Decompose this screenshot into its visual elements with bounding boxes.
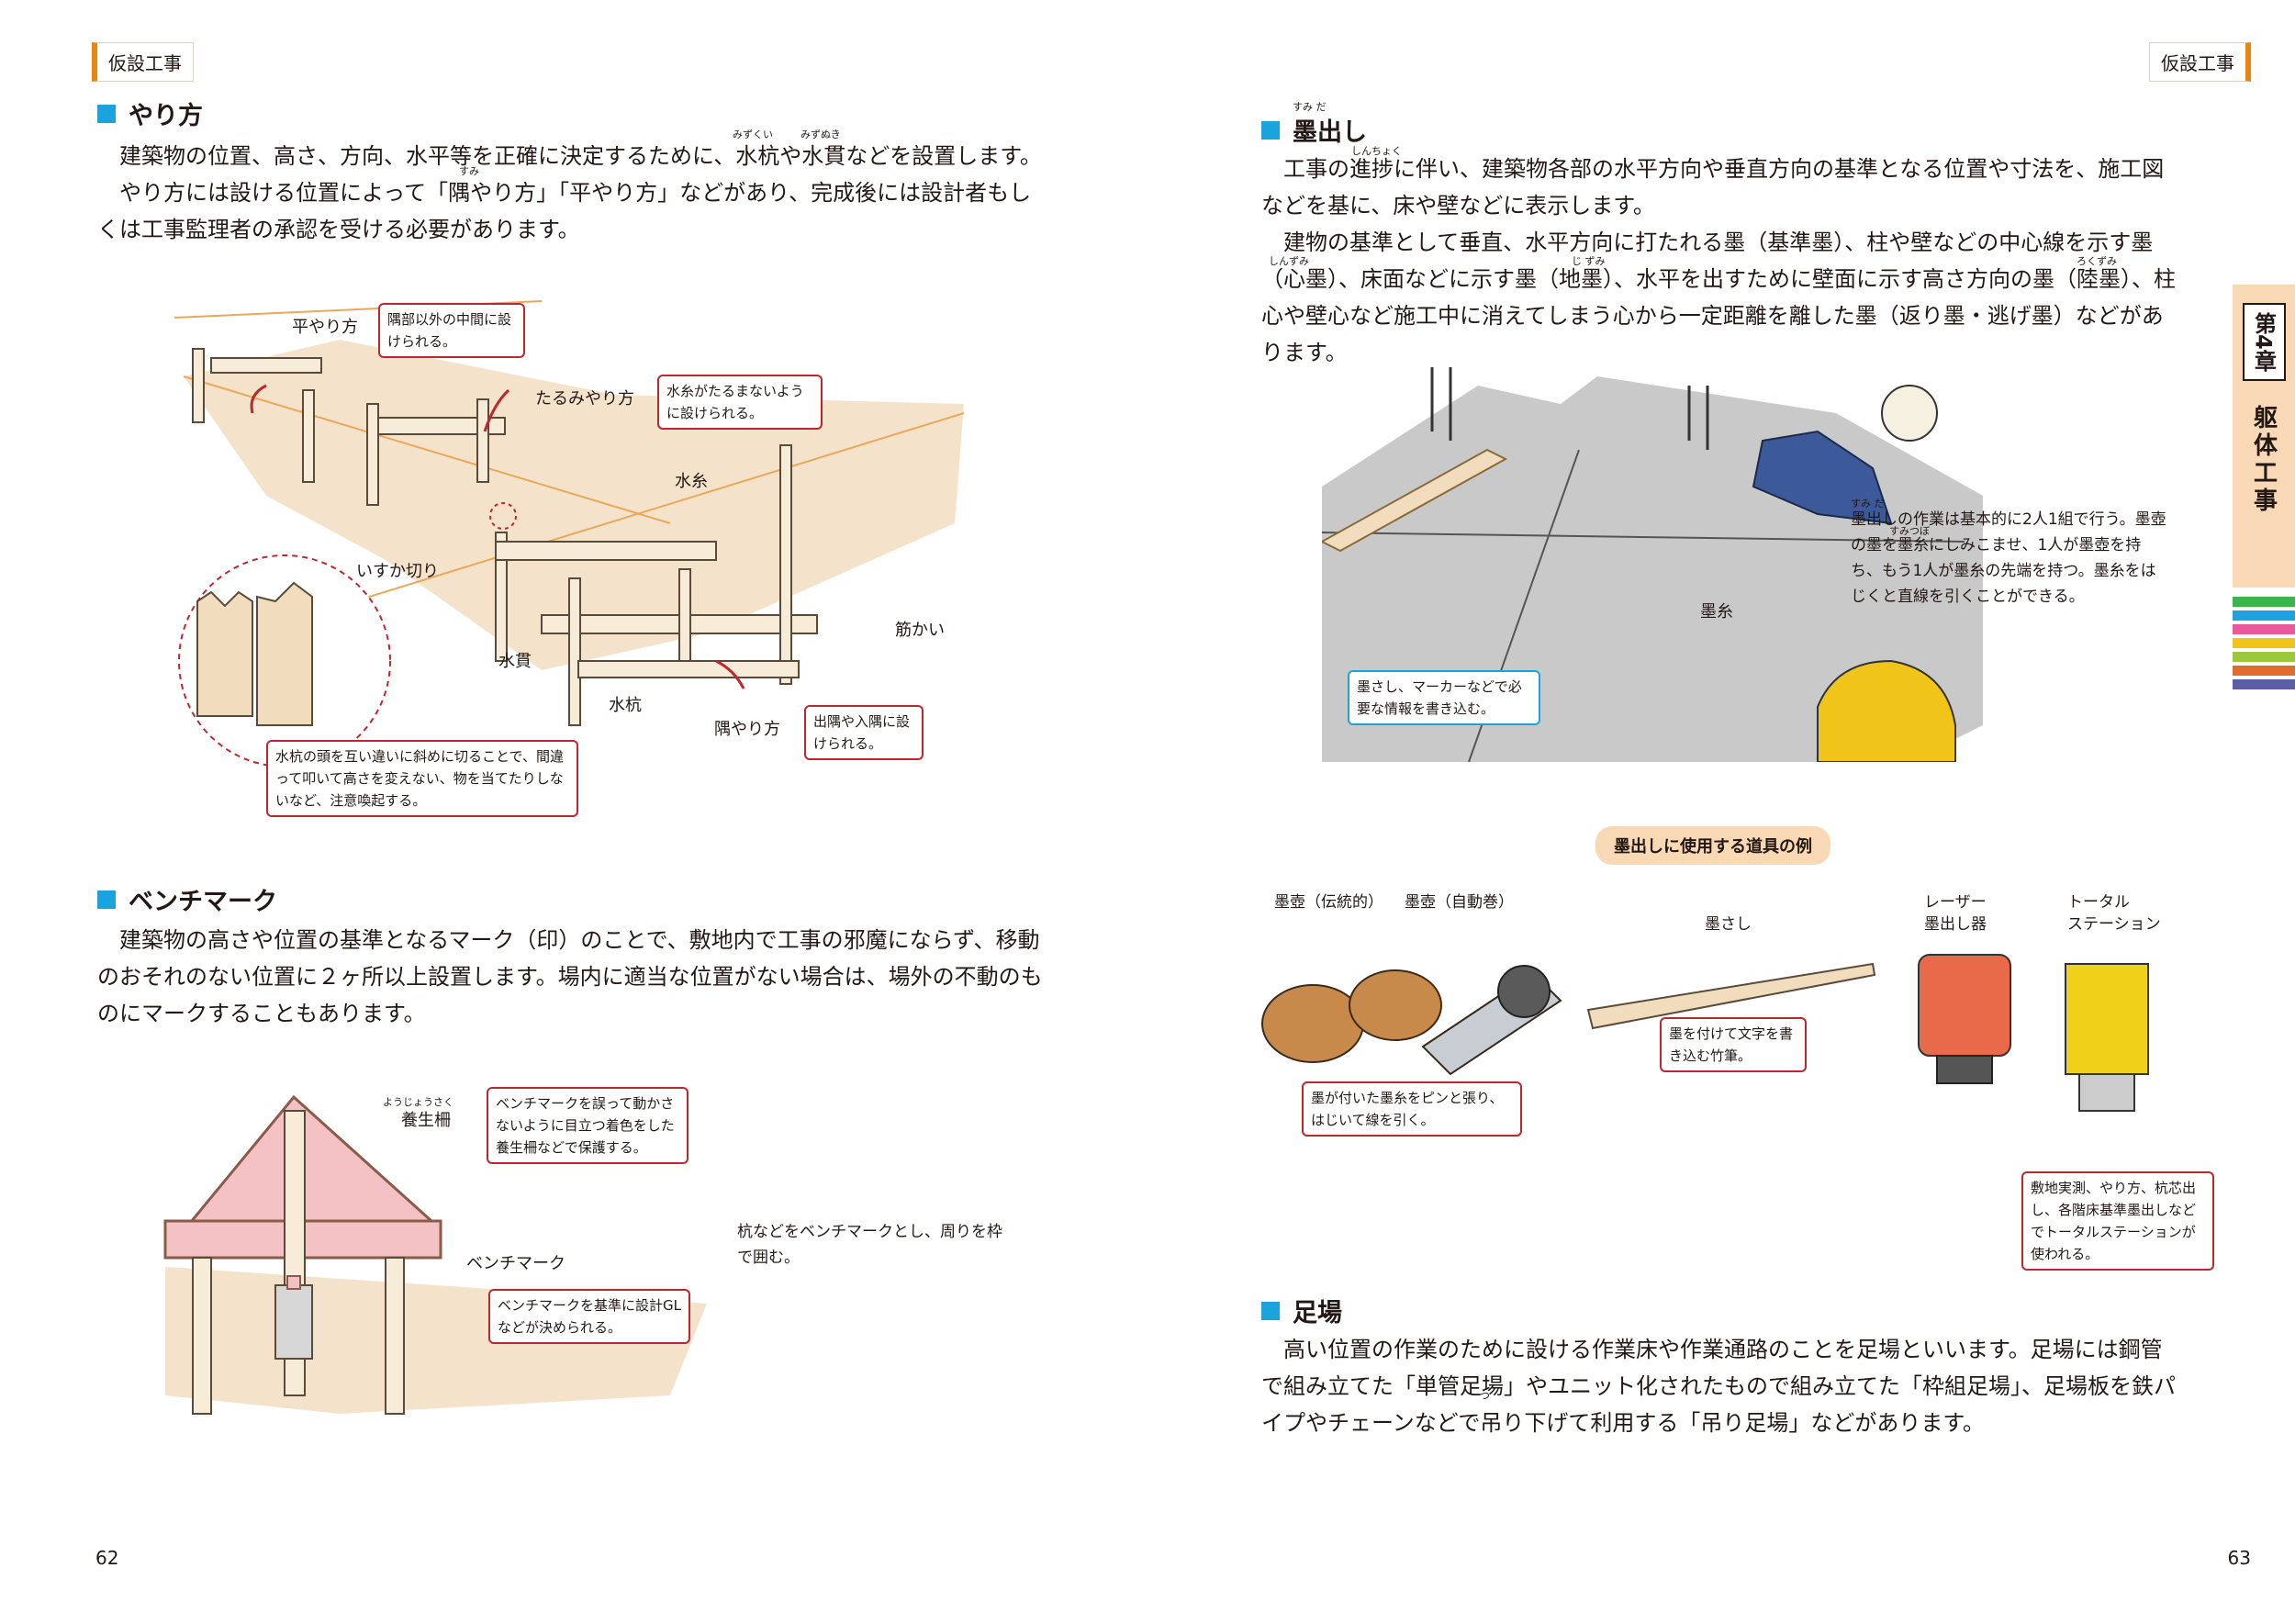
note-isuka-giri: 水杭の頭を互い違いに斜めに切ることで、間違って叩いて高さを変えない、物を当てたり… — [266, 740, 578, 817]
label-mizuito: 水糸 — [675, 472, 708, 491]
section-title-text: 墨出し — [1293, 118, 1367, 147]
label-total-station-a: トータル — [2067, 893, 2130, 912]
label-sumi-yarikata: 隅やり方 — [714, 720, 780, 739]
caption-benchmark: 杭などをベンチマークとし、周りを枠で囲む。 — [737, 1223, 1002, 1267]
color-stripe — [2233, 610, 2295, 621]
section-title-yarikata: やり方 — [97, 95, 203, 131]
tools-title: 墨出しに使用する道具の例 — [1595, 826, 1830, 865]
label-sumitsubo-auto: 墨壺（自動巻） — [1405, 893, 1514, 912]
ruby-shinzumi: しんずみ — [1269, 255, 1309, 267]
label-sujikai: 筋かい — [895, 621, 945, 640]
section-square-icon — [1261, 120, 1280, 140]
note-sumi-yarikata: 出隅や入隅に設けられる。 — [804, 705, 924, 760]
right-page: 仮設工事 すみ だ 墨出し しんちょく しんずみ じ ずみ ろくずみ 工事の進捗… — [1148, 0, 2295, 1624]
note-benchmark: ベンチマークを基準に設計GLなどが決められる。 — [488, 1289, 690, 1344]
color-stripe — [2233, 652, 2295, 662]
label-total-station-b: ステーション — [2067, 915, 2161, 934]
ruby-sumi: すみ — [459, 165, 479, 177]
label-mizukui: 水杭 — [609, 696, 642, 715]
chapter-number: 第4章 — [2242, 303, 2286, 381]
label-hira-yarikata: 平やり方 — [292, 318, 358, 337]
label-youjousaku: 養生柵 — [401, 1111, 451, 1130]
label-laser-b: 墨出し器 — [1924, 915, 1987, 934]
paragraph: 高い位置の作業のために設ける作業床や作業通路のことを足場といいます。足場には鋼管… — [1261, 1337, 2176, 1436]
note-total-station: 敷地実測、やり方、杭芯出し、各階床基準墨出しなどでトータルステーションが使われる… — [2021, 1171, 2214, 1271]
page-number: 62 — [95, 1547, 119, 1569]
section-title-ashiba: 足場 — [1261, 1293, 1342, 1328]
ruby-side-sumidashi: すみ だ — [1851, 498, 1885, 510]
section-body-yarikata: 建築物の位置、高さ、方向、水平等を正確に決定するために、水杭や水貫などを設置しま… — [97, 138, 1052, 248]
tools-illustration — [1261, 954, 2149, 1112]
label-sumitsubo-traditional: 墨壺（伝統的） — [1274, 893, 1383, 912]
label-sumiito: 墨糸 — [1700, 602, 1733, 622]
section-square-icon — [97, 890, 116, 909]
section-title-text: やり方 — [129, 102, 203, 130]
section-title-text: 足場 — [1293, 1299, 1342, 1327]
sumidashi-side-text: 墨出しの作業は基本的に2人1組で行う。墨壺の墨を墨糸にしみこませ、1人が墨壺を持… — [1851, 510, 2166, 606]
section-square-icon — [1261, 1301, 1280, 1320]
page-number: 63 — [2227, 1547, 2251, 1569]
running-head: 仮設工事 — [92, 42, 194, 82]
paragraph: 建築物の位置、高さ、方向、水平等を正確に決定するために、水杭や水貫などを設置しま… — [119, 143, 1042, 169]
color-stripe — [2233, 679, 2295, 689]
paragraph: やり方には設ける位置によって「隅やり方」「平やり方」などがあり、完成後には設計者… — [97, 180, 1032, 242]
chapter-tab: 第4章 躯体工事 — [2233, 285, 2295, 588]
chapter-title: 躯体工事 — [2249, 404, 2278, 515]
note-tarumi-yarikata: 水糸がたるまないように設けられる。 — [657, 375, 823, 430]
color-stripe — [2233, 624, 2295, 634]
ruby-side-sumitsubo: すみつぼ — [1889, 525, 1930, 537]
section-square-icon — [97, 104, 116, 123]
label-laser-a: レーザー — [1924, 893, 1987, 912]
paragraph: 工事の進捗に伴い、建築物各部の水平方向や垂直方向の基準となる位置や寸法を、施工図… — [1261, 156, 2165, 218]
running-head: 仮設工事 — [2149, 42, 2251, 82]
note-marker: 墨さし、マーカーなどで必要な情報を書き込む。 — [1348, 670, 1540, 725]
label-mizunuki: 水貫 — [498, 652, 532, 671]
ruby-shinchoku: しんちょく — [1351, 145, 1402, 157]
section-title-benchmark: ベンチマーク — [97, 881, 277, 917]
label-isuka-giri: いすか切り — [356, 562, 439, 581]
ruby-mizukui: みずくい — [733, 129, 773, 140]
ruby-jizumi: じ ずみ — [1572, 255, 1606, 267]
ruby-sumidashi: すみ だ — [1293, 101, 1327, 113]
note-sumitsubo: 墨が付いた墨糸をピンと張り、はじいて線を引く。 — [1302, 1081, 1522, 1137]
section-title-text: ベンチマーク — [129, 888, 277, 916]
color-stripe — [2233, 638, 2295, 648]
ruby-rokuzumi: ろくずみ — [2077, 255, 2117, 267]
ruby-tsuri: つ — [1480, 1390, 1490, 1402]
left-page: 仮設工事 やり方 みずくい みずぬき すみ 建築物の位置、高さ、方向、水平等を正… — [92, 42, 1052, 1569]
color-stripe — [2233, 666, 2295, 676]
note-youjousaku: ベンチマークを誤って動かさないように目立つ着色をした養生柵などで保護する。 — [487, 1087, 688, 1164]
paragraph: 建築物の高さや位置の基準となるマーク（印）のことで、敷地内で工事の邪魔にならず、… — [97, 927, 1043, 1026]
color-stripe — [2233, 597, 2295, 607]
label-tarumi-yarikata: たるみやり方 — [535, 389, 634, 409]
sumidashi-illustration — [1322, 367, 1983, 762]
note-sumisashi: 墨を付けて文字を書き込む竹筆。 — [1660, 1017, 1807, 1072]
section-body-benchmark: 建築物の高さや位置の基準となるマーク（印）のことで、敷地内で工事の邪魔にならず、… — [97, 922, 1052, 1032]
ruby-youjousaku: ようじょうさく — [383, 1096, 453, 1108]
paragraph: 建物の基準として垂直、水平方向に打たれる墨（基準墨）、柱や壁などの中心線を示す墨… — [1261, 230, 2176, 365]
label-sumisashi: 墨さし — [1705, 915, 1752, 934]
note-hira-yarikata: 隅部以外の中間に設けられる。 — [378, 303, 525, 358]
section-title-sumidashi: 墨出し — [1261, 112, 1367, 148]
label-benchmark: ベンチマーク — [466, 1254, 565, 1273]
section-body-ashiba: 高い位置の作業のために設ける作業床や作業通路のことを足場といいます。足場には鋼管… — [1261, 1331, 2179, 1441]
ruby-mizunuki: みずぬき — [800, 129, 841, 140]
section-body-sumidashi: 工事の進捗に伴い、建築物各部の水平方向や垂直方向の基準となる位置や寸法を、施工図… — [1261, 151, 2179, 371]
